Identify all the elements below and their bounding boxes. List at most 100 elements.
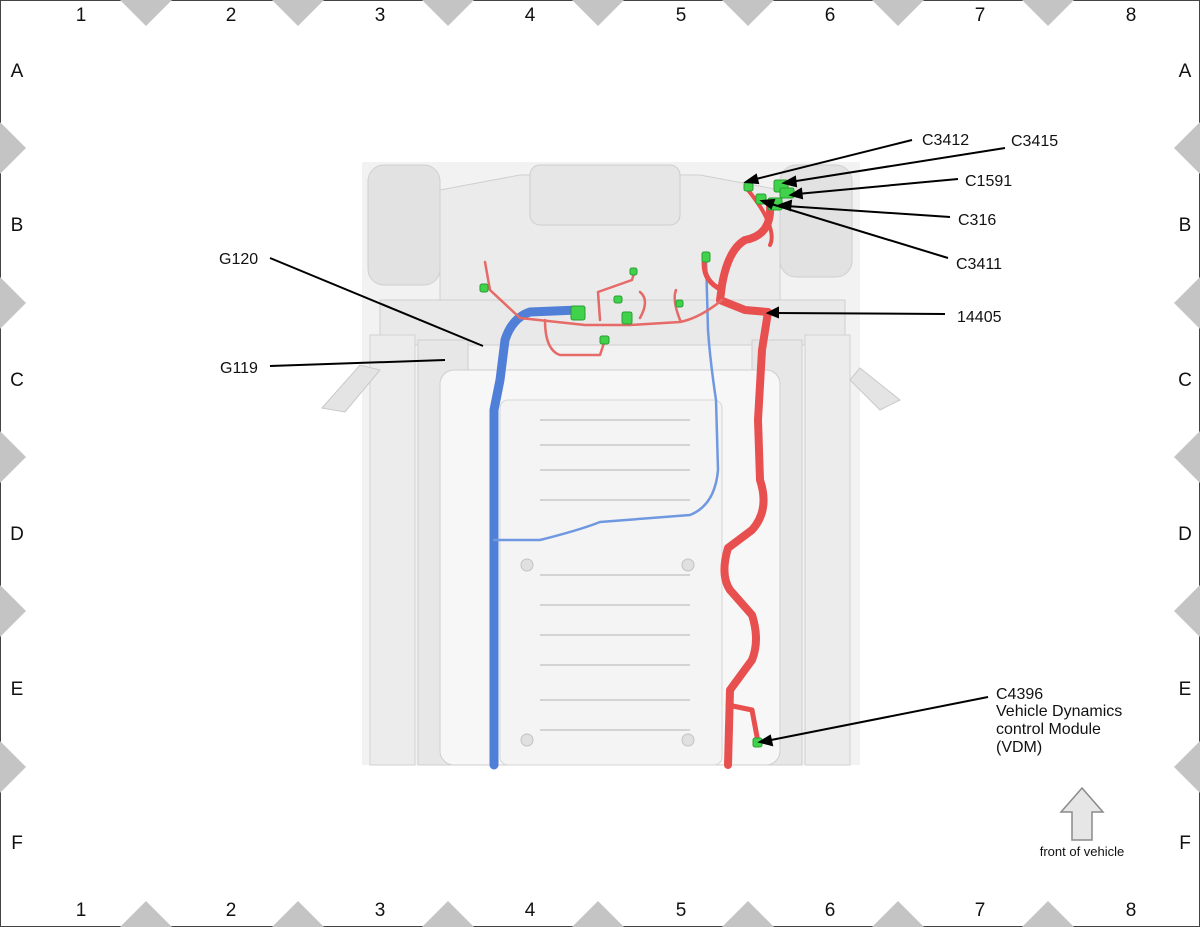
grid-col-bottom-5: 5	[676, 900, 687, 921]
grid-col-bottom-4: 4	[525, 900, 536, 921]
connector-front-7	[701, 251, 711, 263]
red-harness-14405	[716, 201, 775, 769]
grid-marker-right-1	[1174, 122, 1200, 174]
grid-row-right-b: B	[1179, 215, 1192, 236]
grid-col-top-4: 4	[525, 5, 536, 26]
leader-c4396-arrowhead	[757, 734, 774, 747]
grid-col-bottom-3: 3	[375, 900, 386, 921]
label-c3411: C3411	[956, 256, 1002, 273]
grid-col-top-7: 7	[975, 5, 986, 26]
leader-c316	[785, 205, 951, 218]
mount-bolt	[681, 558, 695, 572]
up-arrow-icon	[1059, 786, 1105, 841]
right-side-sill	[804, 334, 851, 766]
grid-col-top-2: 2	[226, 5, 237, 26]
grid-marker-bottom-7	[1022, 901, 1074, 927]
grid-marker-bottom-5	[722, 901, 774, 927]
grid-marker-top-6	[872, 0, 924, 26]
leader-g120	[269, 257, 484, 347]
leader-lines	[269, 139, 1006, 747]
mount-bolt	[520, 733, 534, 747]
label-g119: G119	[220, 360, 258, 377]
grid-marker-bottom-2	[272, 901, 324, 927]
grid-column-labels-top: 1 2 3 4 5 6 7 8	[76, 5, 1137, 26]
label-c3415: C3415	[1011, 133, 1058, 150]
grid-row-labels-right: A B C D E F	[1178, 61, 1192, 854]
grid-marker-right-2	[1174, 277, 1200, 329]
leader-g119	[269, 359, 446, 367]
grid-marker-top-5	[722, 0, 774, 26]
label-c4396-line1: Vehicle Dynamics	[996, 703, 1122, 720]
grid-col-bottom-8: 8	[1126, 900, 1137, 921]
connector-g120	[479, 283, 489, 293]
grid-row-left-c: C	[10, 370, 24, 391]
floor-ribs	[540, 419, 690, 731]
grid-col-top-8: 8	[1126, 5, 1137, 26]
grid-marker-right-3	[1174, 431, 1200, 483]
connector-c1591	[779, 187, 795, 199]
grid-marker-top-7	[1022, 0, 1074, 26]
grid-marker-top-3	[422, 0, 474, 26]
grid-marker-bottom-6	[872, 901, 924, 927]
grid-row-right-f: F	[1179, 833, 1191, 854]
leader-14405	[773, 312, 946, 315]
grid-column-labels-bottom: 1 2 3 4 5 6 7 8	[76, 900, 1137, 921]
front-wheel-left	[367, 164, 441, 286]
connector-group	[479, 179, 795, 748]
grid-marker-left-3	[0, 431, 26, 483]
leader-c3412-arrowhead	[743, 173, 760, 185]
grid-row-left-a: A	[11, 61, 24, 82]
blue-harness-branch	[492, 256, 720, 542]
label-c4396-line2: control Module	[996, 721, 1101, 738]
connector-front-3	[599, 335, 610, 345]
leader-c1591	[796, 178, 959, 195]
grid-row-right-e: E	[1179, 679, 1192, 700]
red-harness-vdm-branch	[725, 702, 761, 745]
blue-harness-trunk	[489, 305, 583, 770]
grid-row-left-e: E	[11, 679, 24, 700]
grid-marker-bottom-4	[572, 901, 624, 927]
grid-marker-right-5	[1174, 741, 1200, 793]
red-harness-front-thin	[483, 260, 724, 357]
connector-front-2	[621, 311, 633, 325]
grid-marker-left-4	[0, 585, 26, 637]
grid-marker-top-1	[120, 0, 172, 26]
grid-marker-top-2	[272, 0, 324, 26]
leader-c3415-arrowhead	[781, 175, 798, 188]
leader-c1591-arrowhead	[788, 187, 804, 200]
grid-marker-left-2	[0, 277, 26, 329]
mount-bolt	[681, 733, 695, 747]
connector-front-5	[629, 267, 638, 276]
grid-marker-right-4	[1174, 585, 1200, 637]
front-crossmember	[529, 164, 681, 226]
grid-col-bottom-1: 1	[76, 900, 87, 921]
leader-c4396	[765, 696, 989, 742]
battery-tray	[499, 399, 723, 766]
label-c4396: C4396	[996, 686, 1043, 703]
grid-row-right-c: C	[1178, 370, 1192, 391]
grid-marker-left-5	[0, 741, 26, 793]
connector-front-4	[613, 295, 623, 304]
grid-row-labels-left: A B C D E F	[10, 61, 24, 854]
grid-row-right-d: D	[1178, 524, 1192, 545]
grid-row-left-f: F	[11, 833, 23, 854]
connector-front-6	[675, 299, 684, 308]
right-mirror-tab	[849, 367, 901, 411]
grid-col-top-6: 6	[825, 5, 836, 26]
label-14405: 14405	[957, 309, 1002, 326]
vehicle-underbody	[321, 162, 901, 766]
label-c1591: C1591	[965, 173, 1012, 190]
grid-marker-top-4	[572, 0, 624, 26]
grid-col-top-5: 5	[676, 5, 687, 26]
grid-row-right-a: A	[1179, 61, 1192, 82]
label-c4396-line3: (VDM)	[996, 739, 1042, 756]
leader-14405-arrowhead	[765, 306, 779, 319]
grid-marker-bottom-1	[120, 901, 172, 927]
label-c3412: C3412	[922, 132, 969, 149]
left-mirror-tab	[321, 364, 381, 413]
leader-c3412	[751, 139, 913, 181]
left-side-sill	[369, 334, 416, 766]
front-of-vehicle-indicator: front of vehicle	[1040, 786, 1124, 859]
